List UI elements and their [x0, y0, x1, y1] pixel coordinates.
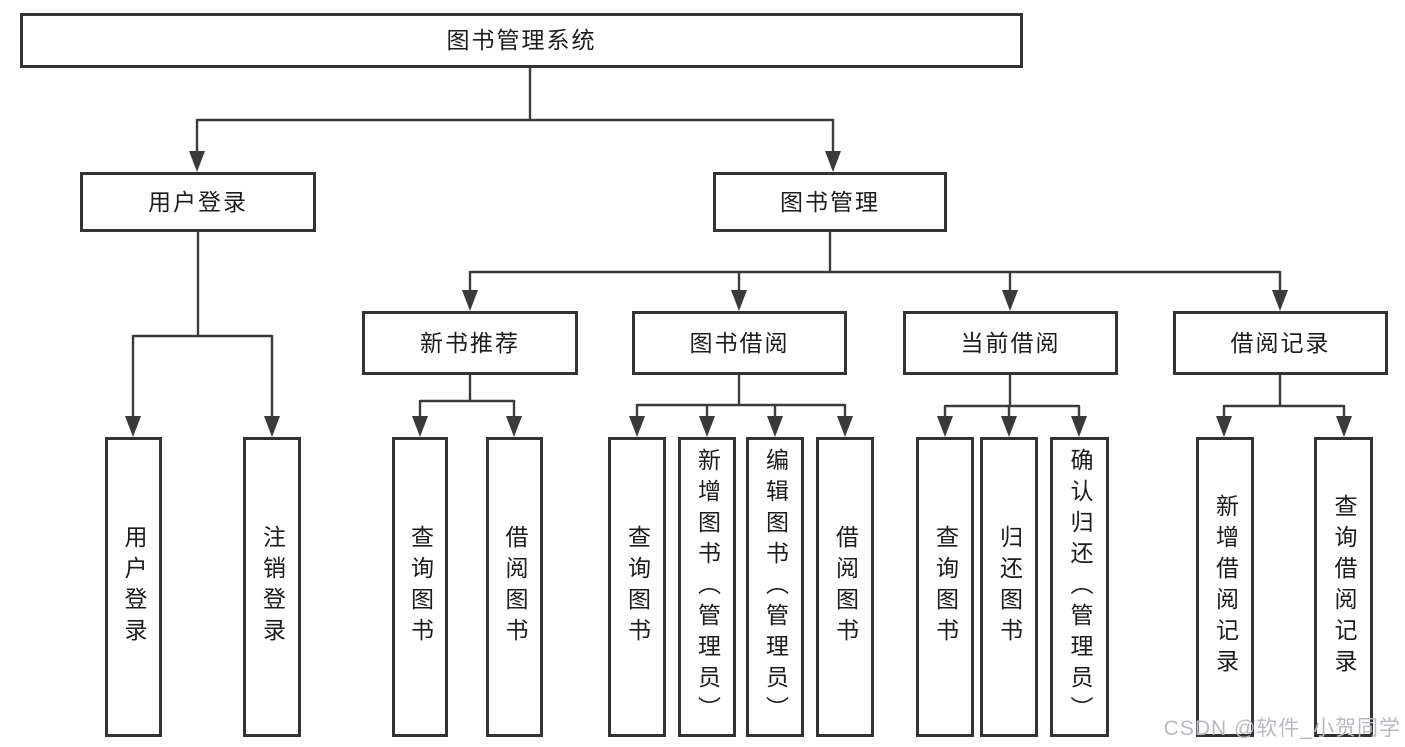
arrow-down-marker: [462, 290, 478, 311]
arrow-down-marker: [1071, 416, 1087, 437]
node-book-borrowing: 图书借阅: [632, 311, 847, 375]
arrow-down-marker: [825, 151, 841, 172]
arrow-down-marker: [1272, 290, 1288, 311]
leaf-borrow-add-books-admin: 新增图书（管理员）: [678, 437, 736, 737]
leaf-newbooks-query-books: 查询图书: [392, 437, 448, 737]
arrow-down-marker: [837, 416, 853, 437]
arrow-down-marker: [1001, 416, 1017, 437]
leaf-logout: 注销登录: [243, 437, 301, 737]
watermark: CSDN @软件_小贺同学: [1163, 717, 1401, 740]
arrow-down-marker: [189, 151, 205, 172]
arrow-down-marker: [412, 416, 428, 437]
arrow-down-marker: [937, 416, 953, 437]
arrow-down-marker: [731, 290, 747, 311]
node-book-management: 图书管理: [713, 172, 947, 232]
leaf-current-return-books: 归还图书: [980, 437, 1038, 737]
arrow-down-marker: [125, 416, 141, 437]
leaf-user-login: 用户登录: [105, 437, 162, 737]
arrow-down-marker: [1216, 416, 1232, 437]
arrow-down-marker: [699, 416, 715, 437]
leaf-current-query-books: 查询图书: [916, 437, 974, 737]
node-current-borrowing: 当前借阅: [903, 311, 1118, 375]
arrow-down-marker: [1336, 416, 1352, 437]
leaf-newbooks-borrow-books: 借阅图书: [486, 437, 543, 737]
arrow-down-marker: [264, 416, 280, 437]
leaf-current-confirm-return-admin: 确认归还（管理员）: [1050, 437, 1109, 737]
leaf-borrow-query-books: 查询图书: [608, 437, 666, 737]
leaf-borrow-borrow-books: 借阅图书: [816, 437, 874, 737]
arrow-down-marker: [767, 416, 783, 437]
node-borrowing-records: 借阅记录: [1173, 311, 1388, 375]
leaf-records-query-record: 查询借阅记录: [1314, 437, 1373, 737]
leaf-borrow-edit-books-admin: 编辑图书（管理员）: [746, 437, 804, 737]
node-user-login: 用户登录: [80, 172, 316, 232]
arrow-down-marker: [629, 416, 645, 437]
node-library-system: 图书管理系统: [20, 13, 1023, 68]
node-new-book-recommend: 新书推荐: [362, 311, 578, 375]
leaf-records-add-record: 新增借阅记录: [1196, 437, 1254, 737]
arrow-down-marker: [1002, 290, 1018, 311]
arrow-down-marker: [506, 416, 522, 437]
